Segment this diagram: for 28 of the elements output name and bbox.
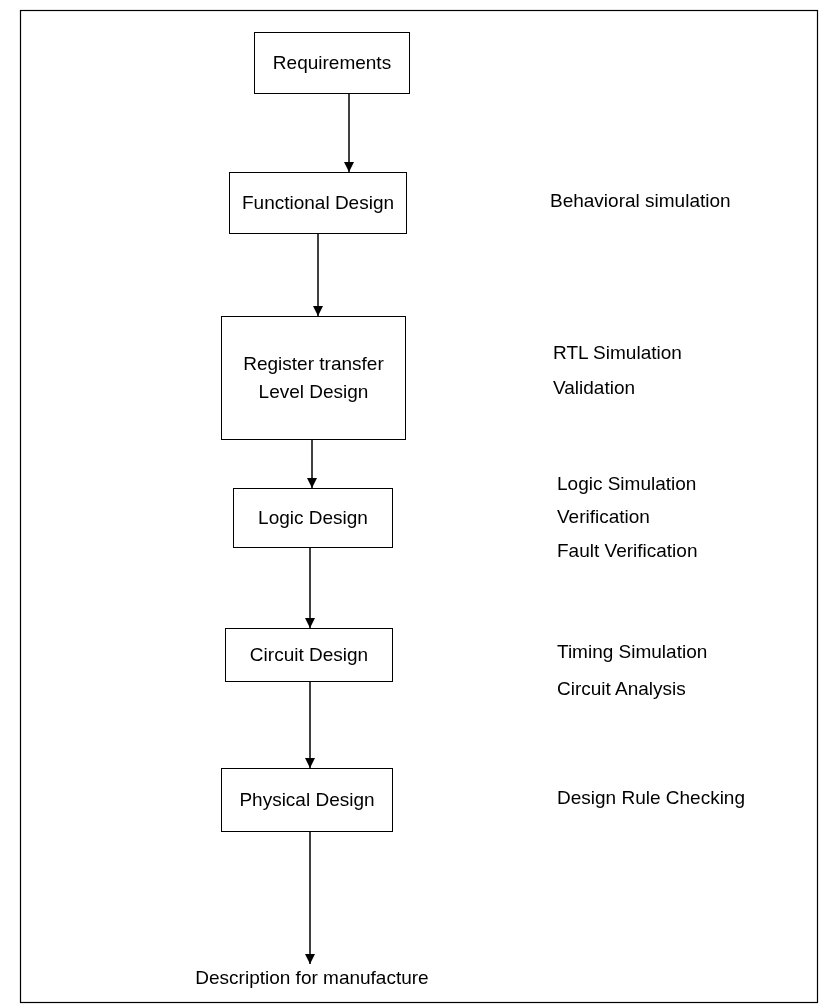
process-box [221,316,406,440]
annotation-text: Validation [553,377,636,399]
box-label: Physical Design [238,788,376,813]
process-box [254,32,410,94]
arrow [344,93,354,173]
annotation-text: Design Rule Checking [557,787,745,809]
process-box [233,488,393,548]
annotation-text: RTL Simulation [553,342,682,364]
box-label: Register transfer Level Design [242,352,385,404]
process-box [225,628,393,682]
arrow [305,831,315,965]
box-label: Functional Design [240,191,396,216]
annotation-text: Circuit Analysis [557,678,686,700]
annotation-text: Fault Verification [557,540,698,562]
arrow [313,233,323,317]
arrow [307,439,317,489]
output-text: Description for manufacture [180,964,444,992]
annotation-text: Timing Simulation [557,641,708,663]
arrow [305,547,315,629]
process-box [221,768,393,832]
process-box [229,172,407,234]
annotation-text: Logic Simulation [557,473,697,495]
box-label: Logic Design [257,506,369,531]
box-label: Circuit Design [248,643,370,668]
annotation-text: Verification [557,506,650,528]
box-label: Requirements [271,51,393,76]
annotation-text: Behavioral simulation [550,190,731,212]
arrow [305,681,315,769]
